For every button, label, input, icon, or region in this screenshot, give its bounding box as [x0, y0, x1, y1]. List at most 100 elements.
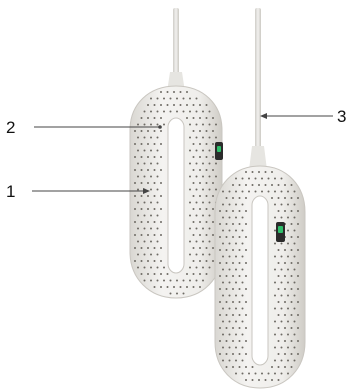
perforation-dot	[281, 256, 283, 258]
perforation-dot	[154, 156, 156, 158]
perforation-dot	[242, 282, 244, 284]
perforation-dot	[229, 360, 231, 362]
perforation-dot	[212, 260, 214, 262]
perforation-dot	[183, 293, 185, 295]
perforation-dot	[278, 327, 280, 329]
perforation-dot	[209, 202, 211, 204]
perforation-dot	[215, 189, 217, 191]
callout-number-3: 3	[337, 107, 346, 126]
perforation-dot	[137, 254, 139, 256]
perforation-dot	[219, 353, 221, 355]
perforation-dot	[235, 373, 237, 375]
perforation-dot	[239, 236, 241, 238]
perforation-dot	[147, 169, 149, 171]
perforation-dot	[196, 137, 198, 139]
perforation-dot	[193, 156, 195, 158]
perforation-dot	[222, 334, 224, 336]
perforation-dot	[202, 215, 204, 217]
perforation-dot	[154, 169, 156, 171]
perforation-dot	[199, 169, 201, 171]
cable-right	[255, 8, 261, 168]
perforation-dot	[278, 210, 280, 212]
perforation-dot	[176, 280, 178, 282]
perforation-dot	[150, 215, 152, 217]
perforation-dot	[239, 314, 241, 316]
perforation-dot	[229, 308, 231, 310]
perforation-dot	[137, 202, 139, 204]
perforation-dot	[245, 379, 247, 381]
perforation-dot	[154, 208, 156, 210]
perforation-dot	[144, 228, 146, 230]
perforation-dot	[239, 184, 241, 186]
perforation-dot	[199, 156, 201, 158]
perforation-dot	[226, 197, 228, 199]
perforation-dot	[258, 184, 260, 186]
perforation-dot	[167, 286, 169, 288]
perforation-dot	[268, 178, 270, 180]
perforation-dot	[281, 347, 283, 349]
perforation-dot	[226, 223, 228, 225]
perforation-dot	[229, 243, 231, 245]
perforation-dot	[193, 260, 195, 262]
perforation-dot	[226, 353, 228, 355]
perforation-dot	[137, 215, 139, 217]
perforation-dot	[235, 230, 237, 232]
perforation-dot	[202, 267, 204, 269]
perforation-dot	[229, 269, 231, 271]
perforation-dot	[232, 288, 234, 290]
perforation-dot	[167, 91, 169, 93]
perforation-dot	[134, 156, 136, 158]
arrowhead-3	[260, 113, 267, 119]
perforation-dot	[245, 262, 247, 264]
perforation-dot	[170, 280, 172, 282]
perforation-dot	[206, 104, 208, 106]
perforation-dot	[235, 256, 237, 258]
perforation-dot	[261, 178, 263, 180]
callout-number-1: 1	[6, 182, 15, 201]
perforation-dot	[245, 236, 247, 238]
perforation-dot	[274, 269, 276, 271]
perforation-dot	[183, 111, 185, 113]
perforation-dot	[163, 267, 165, 269]
perforation-dot	[141, 117, 143, 119]
perforation-dot	[154, 234, 156, 236]
perforation-dot	[284, 249, 286, 251]
perforation-dot	[206, 130, 208, 132]
perforation-dot	[206, 234, 208, 236]
perforation-dot	[202, 189, 204, 191]
perforation-dot	[278, 249, 280, 251]
perforation-dot	[278, 262, 280, 264]
perforation-dot	[242, 334, 244, 336]
perforation-dot	[186, 286, 188, 288]
perforation-dot	[291, 184, 293, 186]
perforation-dot	[294, 347, 296, 349]
perforation-dot	[160, 169, 162, 171]
perforation-dot	[291, 210, 293, 212]
perforation-dot	[287, 230, 289, 232]
perforation-dot	[157, 176, 159, 178]
perforation-dot	[189, 176, 191, 178]
perforation-dot	[219, 314, 221, 316]
perforation-dot	[226, 262, 228, 264]
shoe-dryer-right	[215, 8, 305, 388]
callout-1: 1	[6, 182, 150, 201]
perforation-dot	[235, 243, 237, 245]
perforation-dot	[157, 241, 159, 243]
perforation-dot	[284, 353, 286, 355]
perforation-dot	[274, 308, 276, 310]
perforation-dot	[154, 286, 156, 288]
perforation-dot	[287, 269, 289, 271]
perforation-dot	[206, 208, 208, 210]
perforation-dot	[150, 124, 152, 126]
perforation-dot	[274, 217, 276, 219]
perforation-dot	[232, 223, 234, 225]
perforation-dot	[232, 366, 234, 368]
perforation-dot	[157, 189, 159, 191]
perforation-dot	[297, 249, 299, 251]
perforation-dot	[134, 247, 136, 249]
perforation-dot	[193, 208, 195, 210]
perforation-dot	[222, 243, 224, 245]
perforation-dot	[242, 308, 244, 310]
perforation-dot	[160, 104, 162, 106]
perforation-dot	[232, 184, 234, 186]
